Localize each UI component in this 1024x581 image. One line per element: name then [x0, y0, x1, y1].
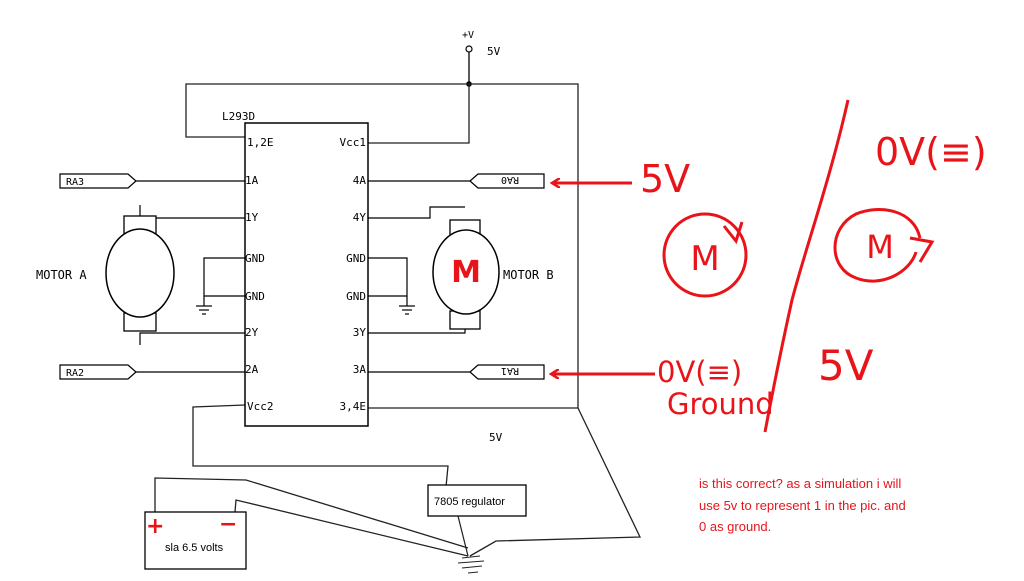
port-ra0: RA0 [368, 173, 545, 189]
motor-a: MOTOR A [36, 205, 245, 345]
motor-rotation-circle-right [833, 207, 922, 283]
chip-name: L293D [222, 110, 255, 123]
question-text: is this correct? as a simulation i will … [699, 476, 906, 534]
port-ra3-label: RA3 [66, 177, 84, 188]
regulator-7805: 7805 regulator 5V [427, 431, 527, 557]
pin-gnd-r2: GND [346, 290, 366, 303]
pin-3a: 3A [353, 363, 367, 376]
pin-3-4e: 3,4E [340, 400, 367, 413]
ra1-annotation: 0V(≡) [657, 355, 742, 389]
pin-1-2e: 1,2E [247, 136, 274, 149]
battery-plus: + [146, 514, 164, 539]
port-ra2-label: RA2 [66, 368, 84, 379]
battery-label: sla 6.5 volts [165, 542, 224, 554]
motor-rotation-circle-left [662, 212, 748, 298]
ra1-ground-annotation: Ground [667, 387, 774, 421]
ground-right [368, 257, 415, 315]
question-line-2: use 5v to represent 1 in the pic. and [699, 498, 906, 513]
annotations: 5V 0V(≡) Ground M M 0V(≡) 5V [553, 99, 987, 433]
case-bottom-annotation: 5V [818, 341, 874, 390]
motor-b-symbol: M [451, 255, 481, 290]
motor-symbol-left: M [690, 239, 719, 279]
supply-symbol: +V [462, 30, 474, 41]
battery-minus: − [219, 512, 237, 537]
power-wires [154, 83, 642, 557]
l293d-chip: L293D 1,2E 1A 1Y GND GND 2Y 2A Vcc2 Vcc1… [222, 110, 369, 427]
port-ra3: RA3 [59, 173, 245, 189]
case-top-annotation: 0V(≡) [875, 130, 987, 174]
port-ra2: RA2 [59, 364, 245, 380]
pin-vcc1: Vcc1 [340, 136, 367, 149]
port-ra1-label: RA1 [501, 365, 519, 376]
pin-1a: 1A [245, 174, 259, 187]
supply-terminal: +V 5V [462, 30, 501, 87]
ground-bottom [457, 555, 485, 574]
pin-4y: 4Y [353, 211, 367, 224]
pin-2a: 2A [245, 363, 259, 376]
pin-gnd-l1: GND [245, 252, 265, 265]
pin-vcc2: Vcc2 [247, 400, 274, 413]
battery: + − sla 6.5 volts [144, 511, 247, 570]
motor-symbol-right: M [866, 228, 894, 266]
pin-4a: 4A [353, 174, 367, 187]
question-line-1: is this correct? as a simulation i will [699, 476, 901, 491]
ra0-annotation: 5V [640, 157, 690, 201]
ground-left [196, 257, 245, 315]
motor-b-label: MOTOR B [503, 268, 554, 282]
pin-gnd-r1: GND [346, 252, 366, 265]
port-ra0-label: RA0 [501, 174, 519, 185]
regulator-output-label: 5V [489, 431, 503, 444]
motor-a-label: MOTOR A [36, 268, 87, 282]
supply-voltage: 5V [487, 45, 501, 58]
divider-stroke [763, 99, 850, 433]
pin-1y: 1Y [245, 211, 259, 224]
port-ra1: RA1 [368, 364, 545, 380]
motor-b: M MOTOR B [368, 206, 554, 334]
pin-gnd-l2: GND [245, 290, 265, 303]
question-line-3: 0 as ground. [699, 519, 771, 534]
regulator-label: 7805 regulator [434, 496, 505, 508]
pin-2y: 2Y [245, 326, 259, 339]
pin-3y: 3Y [353, 326, 367, 339]
